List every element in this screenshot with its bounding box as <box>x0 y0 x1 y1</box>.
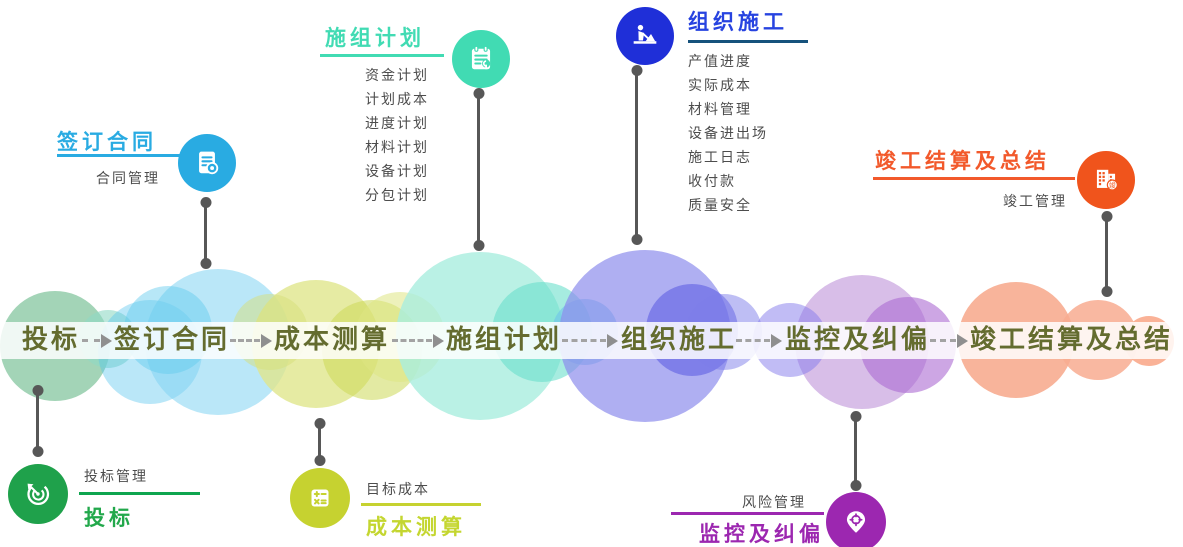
callout-title: 施组计划 <box>325 26 425 50</box>
callout-subtitle: 合同管理 <box>96 171 160 187</box>
callout-item-list: 产值进度 实际成本 材料管理 设备进出场 施工日志 收付款 质量安全 <box>688 50 768 218</box>
timeline-stage-label: 施组计划 <box>446 325 563 355</box>
list-item: 收付款 <box>688 174 736 190</box>
callout-item-list: 资金计划 计划成本 进度计划 材料计划 设备计划 分包计划 <box>365 64 429 208</box>
connector-line <box>318 423 321 461</box>
location-pin-icon <box>826 492 886 547</box>
timeline-stage-label: 成本测算 <box>274 325 391 355</box>
calculator-icon <box>290 468 350 528</box>
callout-title: 成本测算 <box>366 515 466 539</box>
list-item: 资金计划 <box>365 68 429 84</box>
callout-subtitle: 目标成本 <box>366 482 430 498</box>
arrow-icon <box>230 322 272 359</box>
title-underline <box>688 40 808 43</box>
callout-title: 监控及纠偏 <box>699 522 824 546</box>
list-item: 分包计划 <box>365 188 429 204</box>
callout-title: 签订合同 <box>57 130 157 154</box>
timeline-stage-label: 监控及纠偏 <box>785 325 931 355</box>
timeline-stage-label: 组织施工 <box>621 325 738 355</box>
callout-title: 投标 <box>84 506 134 530</box>
building-icon: 竣 <box>1077 151 1135 209</box>
list-item: 产值进度 <box>688 54 752 70</box>
list-item: 设备计划 <box>365 164 429 180</box>
title-underline <box>873 177 1075 180</box>
list-item: 材料计划 <box>365 140 429 156</box>
list-item: 设备进出场 <box>688 126 768 142</box>
connector-line <box>1105 216 1108 292</box>
arrow-icon <box>736 322 782 359</box>
timeline-stage-label: 竣工结算及总结 <box>970 325 1174 355</box>
callout-subtitle: 投标管理 <box>84 469 148 485</box>
callout-title: 竣工结算及总结 <box>875 149 1050 173</box>
contract-icon <box>178 134 236 192</box>
connector-line <box>204 202 207 264</box>
timeline-stage-label: 投标 <box>22 325 81 355</box>
badge-char: 竣 <box>1109 180 1116 189</box>
list-item: 质量安全 <box>688 198 752 214</box>
dart-target-icon <box>8 464 68 524</box>
list-item: 实际成本 <box>688 78 752 94</box>
title-underline <box>57 154 180 157</box>
connector-line <box>477 93 480 246</box>
callout-subtitle: 竣工管理 <box>1003 194 1067 210</box>
construction-worker-icon <box>616 7 674 65</box>
timeline-stage-label: 签订合同 <box>114 325 231 355</box>
callout-title: 组织施工 <box>688 10 788 34</box>
title-underline <box>671 512 824 515</box>
list-item: 计划成本 <box>365 92 429 108</box>
connector-line <box>36 390 39 452</box>
title-underline <box>361 503 481 506</box>
list-item: 施工日志 <box>688 150 752 166</box>
arrow-icon <box>930 322 968 359</box>
list-item: 进度计划 <box>365 116 429 132</box>
title-underline <box>320 54 444 57</box>
arrow-icon <box>392 322 444 359</box>
connector-line <box>635 70 638 240</box>
title-underline <box>79 492 200 495</box>
arrow-icon <box>82 322 112 359</box>
connector-line <box>854 416 857 486</box>
clipboard-wrench-icon <box>452 30 510 88</box>
arrow-icon <box>562 322 618 359</box>
callout-subtitle: 风险管理 <box>742 495 806 511</box>
list-item: 材料管理 <box>688 102 752 118</box>
